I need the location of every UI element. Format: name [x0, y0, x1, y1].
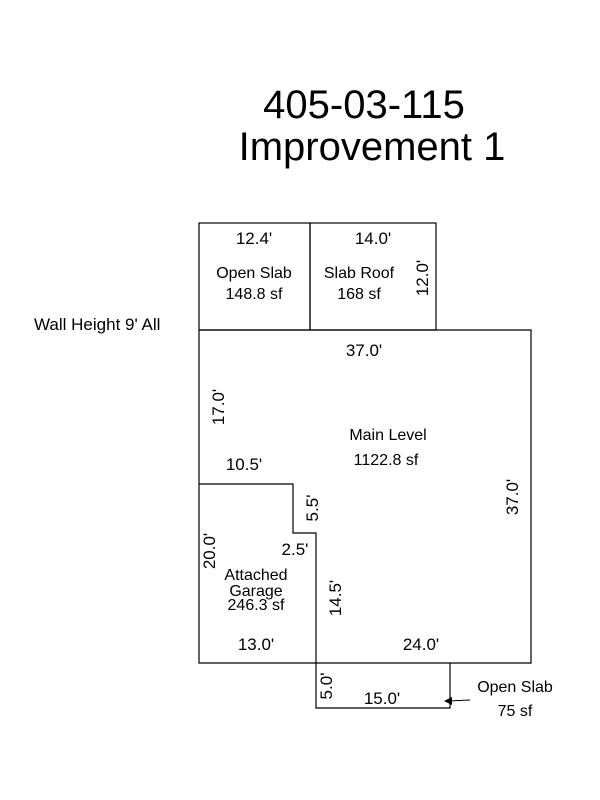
open-slab-top-area: 148.8 sf: [226, 286, 283, 303]
slab-roof-area: 168 sf: [337, 286, 381, 303]
garage-outline: [199, 483, 317, 663]
open-slab-bottom-name: Open Slab: [477, 679, 553, 696]
dim-main-left-upper: 17.0': [209, 389, 228, 425]
dim-slab-roof-width: 14.0': [355, 229, 391, 248]
main-level-area: 1122.8 sf: [354, 452, 419, 469]
dim-open-slab-top-width: 12.4': [236, 229, 272, 248]
dim-slab-bottom-width: 15.0': [364, 689, 400, 708]
dim-garage-step-horizontal: 2.5': [282, 540, 309, 559]
dim-slab-bottom-depth: 5.0': [317, 673, 336, 700]
open-slab-top-name: Open Slab: [216, 265, 292, 282]
dim-main-right: 37.0': [503, 479, 522, 515]
garage-area: 246.3 sf: [228, 597, 285, 614]
sketch-title-parcel: 405-03-115: [263, 83, 465, 127]
dim-garage-step-vertical: 5.5': [303, 495, 322, 522]
dim-main-bottom: 24.0': [403, 635, 439, 654]
main-level-outline: [198, 329, 532, 664]
sketch-title-improvement: Improvement 1: [239, 125, 506, 169]
garage-name-line1: Attached: [224, 567, 287, 584]
dim-slab-roof-depth: 12.0': [413, 260, 432, 296]
dim-garage-inner: 14.5': [326, 580, 345, 616]
open-slab-bottom-area: 75 sf: [498, 703, 533, 720]
dim-garage-top: 10.5': [226, 455, 262, 474]
leader-arrowhead: [444, 697, 452, 705]
main-level-name: Main Level: [349, 427, 426, 444]
dim-garage-left: 20.0': [200, 533, 219, 569]
dim-garage-bottom: 13.0': [238, 635, 274, 654]
wall-height-note: Wall Height 9' All: [34, 315, 160, 334]
dim-main-top: 37.0': [346, 341, 382, 360]
open-slab-bottom-outline: [315, 663, 451, 709]
garage-name-line2: Garage: [229, 583, 282, 600]
slab-roof-name: Slab Roof: [324, 265, 395, 282]
